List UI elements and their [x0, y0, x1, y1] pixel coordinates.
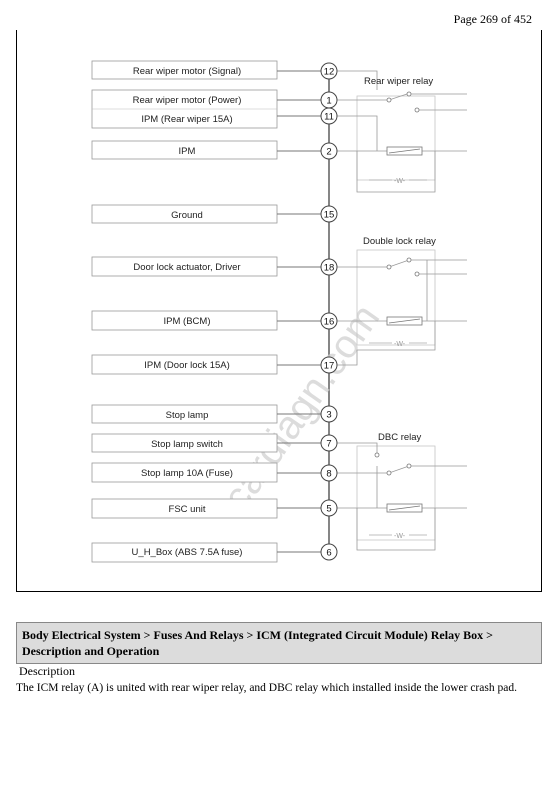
breadcrumb: Body Electrical System > Fuses And Relay…	[16, 622, 542, 664]
contact-dot	[386, 470, 392, 476]
pin-number: 5	[326, 504, 331, 515]
row-label: IPM	[179, 146, 196, 157]
double-lock-relay-coil	[386, 316, 423, 326]
pin-circle	[320, 142, 338, 160]
pin-circle	[320, 205, 338, 223]
pin-circle	[320, 107, 338, 125]
pin-number: 11	[324, 112, 334, 123]
label-box-fsc-unit	[91, 498, 278, 519]
rear-wiper-relay-diode-mark: -W-	[394, 178, 406, 185]
relay-title: Rear wiper relay	[364, 76, 433, 87]
double-lock-relay-diode-mark: -W-	[394, 341, 406, 348]
pin-circle	[320, 356, 338, 374]
pin-number: 15	[324, 210, 335, 221]
contact-dot	[386, 264, 392, 270]
relay-wiring: -W- -W- -W-	[337, 70, 467, 551]
pin-circle	[320, 434, 338, 452]
pin-numbers: 12 1 11 2 15 18 16 17 3 7 8 5 6	[324, 67, 335, 559]
pin-number: 16	[324, 317, 335, 328]
row-label: U_H_Box (ABS 7.5A fuse)	[132, 547, 243, 558]
pin-number: 12	[324, 67, 335, 78]
label-box-ipm	[91, 140, 278, 160]
pin-number: 18	[324, 263, 335, 274]
rear-wiper-relay-box	[356, 95, 436, 181]
label-box-ipm-door-lock	[91, 354, 278, 375]
dbc-relay-wire	[356, 508, 436, 551]
contact-dot	[386, 97, 392, 103]
contact-dots	[374, 91, 420, 476]
row-label: IPM (Rear wiper 15A)	[141, 114, 232, 125]
contact-dot	[414, 107, 420, 113]
pin-number: 17	[324, 361, 335, 372]
dbc-relay-wire	[337, 465, 467, 474]
label-box-door-lock-actuator	[91, 256, 278, 277]
pin-circle	[320, 312, 338, 330]
row-label: IPM (BCM)	[164, 316, 211, 327]
rear-wiper-relay-wire	[337, 70, 378, 90]
rear-wiper-relay-wire	[356, 151, 436, 193]
rear-wiper-relay-coil	[386, 146, 423, 156]
pin-number: 7	[326, 439, 331, 450]
dbc-relay-coil	[386, 503, 423, 513]
page-number: Page 269 of 452	[453, 12, 532, 26]
contact-dot	[406, 463, 412, 469]
wiring-diagram: cardiagn.com	[91, 60, 467, 563]
connector-lines	[277, 70, 321, 553]
row-label: Stop lamp switch	[151, 439, 223, 450]
relay-title: Double lock relay	[363, 236, 436, 247]
pin-circle	[320, 405, 338, 423]
row-label: Rear wiper motor (Power)	[133, 95, 242, 106]
wiring-diagram-frame: cardiagn.com	[16, 30, 542, 592]
pin-circle	[320, 543, 338, 561]
pin-number: 1	[326, 96, 331, 107]
dbc-relay-box	[356, 445, 436, 541]
pin-circle	[320, 258, 338, 276]
relay-title: DBC relay	[378, 432, 422, 443]
relay-titles: Rear wiper relay Double lock relay DBC r…	[363, 76, 436, 443]
dbc-relay-wire	[337, 442, 378, 455]
label-box-stop-lamp-fuse	[91, 462, 278, 483]
pin-circle	[320, 499, 338, 517]
pin-circle	[320, 464, 338, 482]
contact-dot	[374, 452, 380, 458]
label-box-u-h-box	[91, 542, 278, 563]
row-label: Stop lamp	[166, 410, 209, 421]
row-label: Ground	[171, 210, 203, 221]
row-labels: Rear wiper motor (Signal) Rear wiper mot…	[132, 66, 243, 558]
contact-dot	[406, 257, 412, 263]
double-lock-relay-wire	[337, 321, 436, 366]
row-label: FSC unit	[169, 504, 206, 515]
row-label: Door lock actuator, Driver	[133, 262, 240, 273]
dbc-relay-diode-mark: -W-	[394, 533, 406, 540]
label-boxes	[91, 60, 278, 563]
contact-dot	[406, 91, 412, 97]
pin-number: 6	[326, 548, 331, 559]
rear-wiper-relay-wire	[337, 115, 378, 151]
pin-number: 2	[326, 147, 331, 158]
row-label: Rear wiper motor (Signal)	[133, 66, 241, 77]
label-box-ipm-bcm	[91, 310, 278, 331]
pin-number: 8	[326, 469, 331, 480]
row-label: IPM (Door lock 15A)	[144, 360, 230, 371]
description-heading: Description	[19, 664, 75, 678]
description-body: The ICM relay (A) is united with rear wi…	[16, 682, 517, 694]
contact-dot	[414, 271, 420, 277]
pin-number: 3	[326, 410, 331, 421]
rear-wiper-relay-coil-bar	[388, 148, 421, 154]
dbc-relay-coil-bar	[388, 505, 421, 511]
pin-circles	[320, 62, 338, 561]
rear-wiper-relay-wire	[337, 93, 467, 101]
double-lock-relay-wire	[337, 259, 467, 268]
label-box-rear-wiper-signal	[91, 60, 278, 80]
double-lock-relay-coil-bar	[388, 318, 421, 324]
row-label: Stop lamp 10A (Fuse)	[141, 468, 233, 479]
pin-circle	[320, 62, 338, 80]
